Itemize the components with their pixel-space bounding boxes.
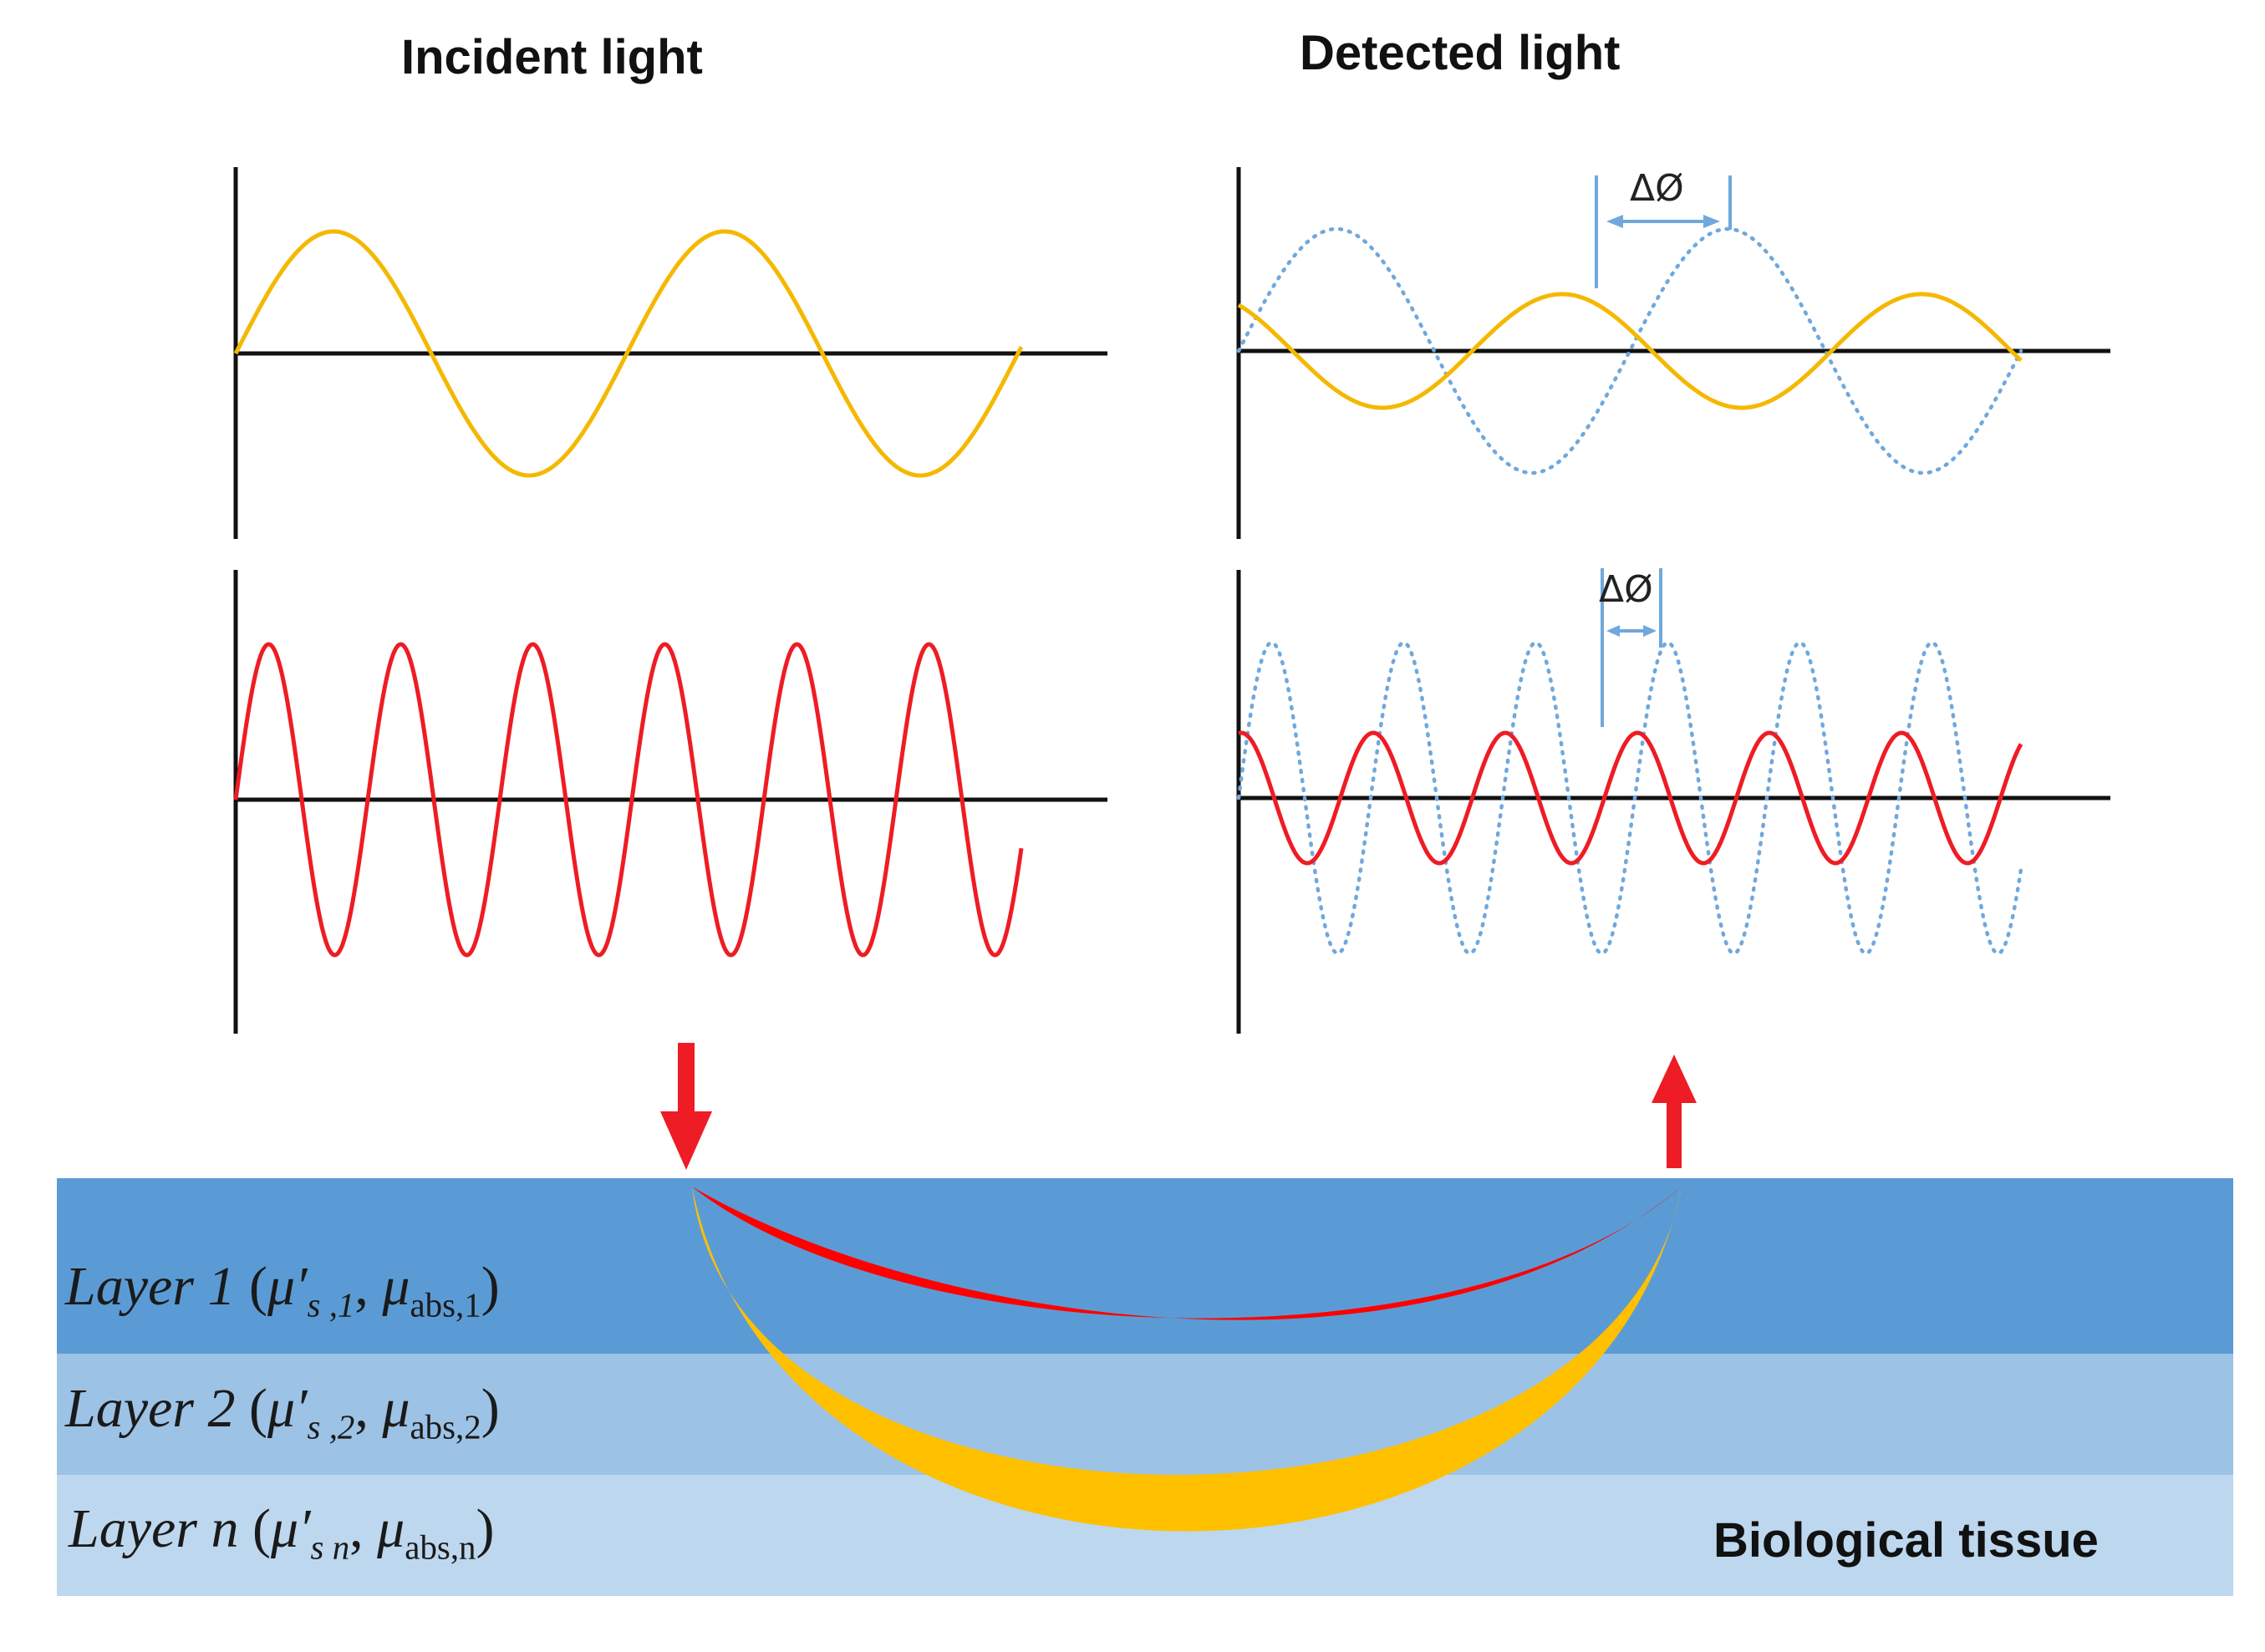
detected-arrow	[1652, 1055, 1697, 1168]
layer-2-scatter-subscript: s ,2	[307, 1408, 355, 1446]
phase-shift-marker-bottom	[1601, 568, 1662, 727]
layer-2-name: Layer 2	[65, 1378, 236, 1439]
detected-low-frequency-wave	[1237, 292, 2023, 410]
incident-low-frequency-wave	[233, 229, 1024, 478]
deep-photon-path	[692, 1187, 1682, 1532]
tissue-layer-1-band	[57, 1178, 2233, 1354]
plot-axes	[233, 167, 2110, 1034]
incident-light-title: Incident light	[401, 30, 703, 84]
layer-1-name: Layer 1	[65, 1256, 236, 1317]
layer-1-abs-subscript: abs,1	[410, 1286, 481, 1324]
phase-shift-marker-top	[1595, 175, 1732, 288]
biological-tissue-label: Biological tissue	[1713, 1513, 2099, 1568]
layer-2-label: Layer 2 (μ′s ,2, μabs,2)	[65, 1378, 500, 1446]
layer-n-label: Layer n (μ′s n, μabs,n)	[69, 1498, 495, 1567]
layer-1-scatter-subscript: s ,1	[307, 1286, 355, 1324]
incident-arrow	[660, 1043, 712, 1170]
layer-n-name: Layer n	[69, 1498, 239, 1559]
incident-high-frequency-wave	[233, 642, 1024, 958]
shallow-photon-path	[692, 1187, 1682, 1320]
layer-n-scatter-subscript: s n	[310, 1528, 350, 1567]
layer-2-abs-subscript: abs,2	[410, 1408, 481, 1446]
tissue-layer-2-band	[57, 1354, 2233, 1475]
phase-shift-label-bottom: ΔØ	[1599, 568, 1653, 611]
detected-high-frequency-wave	[1238, 730, 2023, 866]
detected-light-title: Detected light	[1300, 26, 1621, 80]
detected-high-frequency-reference-wave	[1236, 640, 2023, 956]
phase-shift-label-top: ΔØ	[1630, 167, 1684, 210]
layer-n-abs-subscript: abs,n	[405, 1528, 476, 1567]
layer-1-label: Layer 1 (μ′s ,1, μabs,1)	[65, 1256, 500, 1324]
detected-low-frequency-reference-wave	[1236, 226, 2023, 475]
